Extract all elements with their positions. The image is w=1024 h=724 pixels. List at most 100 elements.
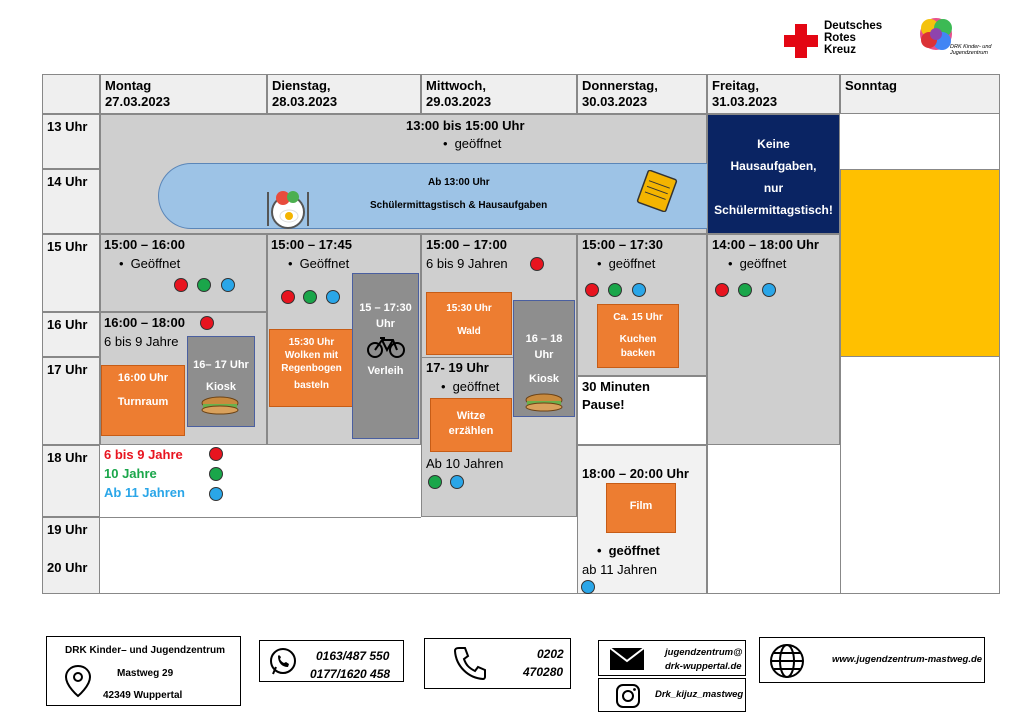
monday-age-dots	[174, 276, 235, 294]
website-url[interactable]: www.jugendzentrum-mastweg.de	[832, 654, 983, 665]
phone-icon	[453, 647, 486, 681]
sandwich-icon	[201, 396, 239, 415]
crafts-time: 15:30 Uhr	[288, 337, 335, 348]
hour-20: 20 Uhr	[47, 560, 88, 575]
hour-19-20-cell: 19 Uhr 20 Uhr	[42, 517, 100, 594]
day-header-thursday: Donnerstag,30.03.2023	[577, 74, 707, 114]
instagram-icon	[616, 684, 640, 708]
thursday-pause-block	[577, 376, 707, 445]
youth-center-logo: DRK Kinder- und Jugendzentrum	[916, 14, 998, 58]
wednesday-divider	[421, 357, 513, 358]
blue-dot-icon	[209, 487, 223, 501]
thursday-age-dots	[585, 281, 646, 299]
tuesday-age-dots	[281, 288, 340, 306]
green-dot-icon	[738, 282, 753, 297]
blue-dot-icon	[220, 277, 235, 292]
day-header-tuesday: Dienstag,28.03.2023	[267, 74, 421, 114]
center-text-1: DRK Kinder- und	[950, 44, 992, 50]
monday-age: 6 bis 9 Jahre	[104, 334, 179, 349]
website-box: www.jugendzentrum-mastweg.de	[759, 637, 985, 683]
mail-icon	[609, 647, 645, 670]
blue-dot-icon	[325, 289, 340, 304]
wed-kiosk-time-1: 16 – 18	[525, 333, 563, 345]
drk-text-1: Deutsches	[824, 20, 883, 32]
email-box: jugendzentrum@ drk-wuppertal.de	[598, 640, 746, 676]
grid-line-friday-col-2	[707, 445, 708, 594]
friday-time: 14:00 – 18:00 Uhr	[712, 237, 819, 252]
wednesday-time-2: 17- 19 Uhr	[426, 360, 489, 375]
sandwich-icon	[525, 393, 563, 412]
center-text-2: Jugendzentrum	[950, 50, 988, 56]
instagram-box: Drk_kijuz_mastweg	[598, 678, 746, 712]
jokes-line2: erzählen	[448, 425, 494, 437]
red-cross-icon	[784, 24, 818, 58]
blue-dot-icon	[761, 282, 776, 297]
wednesday-time: 15:00 – 17:00	[426, 237, 507, 252]
crafts-line2: Regenbogen	[281, 363, 342, 374]
friday-note-1: Keine	[757, 137, 790, 151]
sunday-yellow-block	[840, 169, 1000, 357]
red-dot-icon	[585, 282, 599, 297]
globe-icon	[770, 644, 804, 678]
hour-16: 16 Uhr	[42, 312, 100, 357]
header-corner	[42, 74, 100, 114]
bicycle-icon	[366, 337, 405, 358]
tuesday-time: 15:00 – 17:45	[271, 237, 352, 252]
green-dot-icon	[303, 289, 318, 304]
thursday-time: 15:00 – 17:30	[582, 237, 663, 252]
green-dot-icon	[209, 467, 223, 481]
email-line-1: jugendzentrum@	[665, 647, 743, 658]
rental-time-2: Uhr	[376, 318, 395, 330]
blue-dot-icon	[631, 282, 646, 297]
legend-green: 10 Jahre	[104, 466, 157, 481]
thursday-film-card: Film	[606, 483, 676, 533]
hour-14: 14 Uhr	[42, 169, 100, 234]
thursday-pause-1: 30 Minuten	[582, 379, 650, 394]
monday-time-2: 16:00 – 18:00	[104, 315, 185, 330]
whatsapp-number-1: 0163/487 550	[316, 649, 390, 663]
location-pin-icon	[64, 664, 92, 698]
hour-18: 18 Uhr	[42, 445, 100, 517]
lunch-banner	[158, 163, 707, 229]
day-header-friday: Freitag,31.03.2023	[707, 74, 840, 114]
hour-15: 15 Uhr	[42, 234, 100, 312]
wed-kiosk-label: Kiosk	[529, 373, 559, 385]
hour-19: 19 Uhr	[47, 522, 88, 537]
baking-line2: backen	[620, 348, 656, 359]
friday-no-homework-box: Keine Hausaufgaben, nur Schülermittagsti…	[707, 114, 840, 234]
crafts-line1: Wolken mit	[284, 350, 339, 361]
red-dot-icon	[530, 257, 544, 271]
day-header-sunday: Sonntag	[840, 74, 1000, 114]
wednesday-age-2: Ab 10 Jahren	[426, 456, 504, 471]
lunch-banner-line1: Ab 13:00 Uhr	[428, 177, 490, 188]
jokes-line1: Witze	[456, 410, 486, 422]
grid-line-friday-col	[840, 357, 841, 594]
whatsapp-number-2: 0177/1620 458	[310, 667, 391, 681]
thursday-status-2: geöffnet	[597, 543, 660, 558]
green-dot-icon	[428, 474, 442, 489]
grid-line-monday-18	[100, 517, 421, 518]
lunch-banner-line2: Schülermittagstisch & Hausaufgaben	[370, 200, 548, 211]
wednesday-forest-card: 15:30 Uhr Wald	[426, 292, 512, 355]
food-plate-icon	[267, 191, 309, 229]
email-line-2: drk-wuppertal.de	[665, 661, 742, 672]
monday-turnraum-card: 16:00 Uhr Turnraum	[101, 365, 185, 436]
top-open-status: geöffnet	[443, 136, 502, 151]
turnraum-time: 16:00 Uhr	[117, 372, 169, 384]
red-dot-icon	[200, 316, 214, 330]
hour-17: 17 Uhr	[42, 357, 100, 445]
thursday-pause-2: Pause!	[582, 397, 625, 412]
phone-line-1: 0202	[537, 647, 564, 661]
forest-time: 15:30 Uhr	[446, 303, 492, 314]
wed-kiosk-time-2: Uhr	[534, 349, 554, 361]
whatsapp-box: 0163/487 550 0177/1620 458	[259, 640, 404, 682]
tuesday-crafts-card: 15:30 Uhr Wolken mit Regenbogen basteln	[269, 329, 354, 407]
friday-note-2: Hausaufgaben,	[730, 159, 817, 173]
thursday-time-2: 18:00 – 20:00 Uhr	[582, 466, 689, 481]
address-line-3: 42349 Wuppertal	[103, 690, 183, 701]
wednesday-age: 6 bis 9 Jahren	[426, 256, 508, 271]
instagram-handle: Drk_kijuz_mastweg	[655, 689, 744, 700]
tuesday-rental-card: 15 – 17:30 Uhr Verleih	[352, 273, 419, 439]
thursday-evening-block	[577, 445, 707, 594]
